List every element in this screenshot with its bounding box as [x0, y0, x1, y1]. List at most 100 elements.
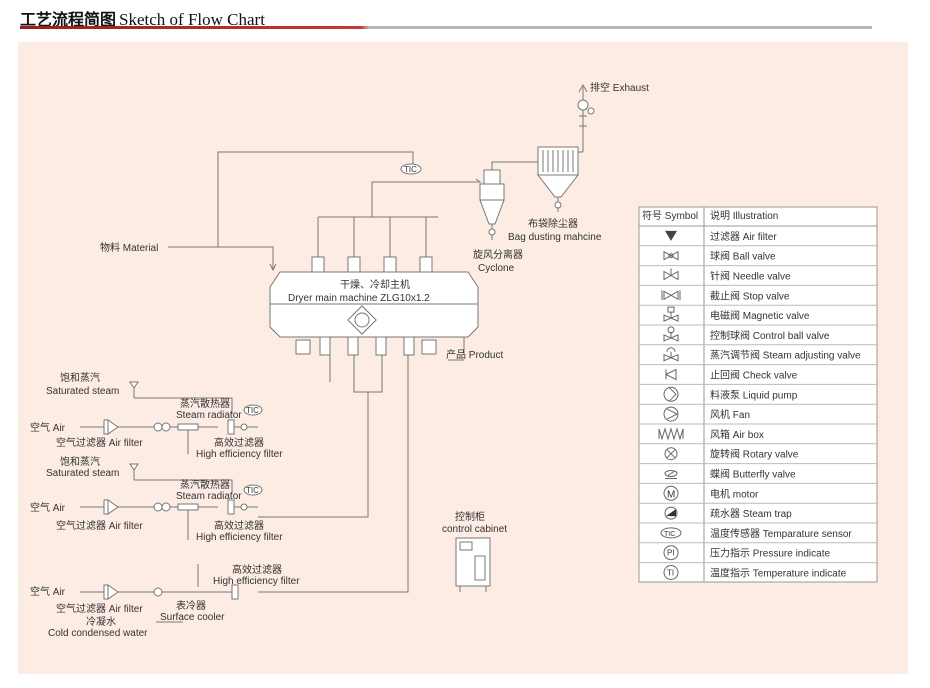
- top-ducts: TIC: [217, 151, 482, 274]
- air-filter-2-label: 空气过滤器 Air filter: [56, 519, 143, 532]
- flow-chart-svg: 排空 Exhaust 布袋除尘器 Bag dusting mahcine 旋风分…: [30, 81, 878, 639]
- cyclone-label-cn: 旋风分离器: [473, 248, 523, 261]
- exhaust-group: 排空 Exhaust: [573, 81, 649, 153]
- title-en: Sketch of Flow Chart: [119, 10, 265, 29]
- control-ball-valve-icon: [663, 326, 679, 342]
- flow-chart-panel: 排空 Exhaust 布袋除尘器 Bag dusting mahcine 旋风分…: [18, 42, 908, 674]
- bag-filter-label-cn: 布袋除尘器: [528, 217, 578, 230]
- legend-row: 止回阀 Check valve: [639, 369, 877, 385]
- steam-adjusting-valve-icon: [663, 347, 679, 362]
- svg-text:PI: PI: [667, 549, 675, 558]
- legend-row: 旋转阀 Rotary valve: [639, 447, 877, 465]
- fan-icon: [577, 99, 589, 111]
- legend-label: 风箱 Air box: [710, 428, 764, 441]
- air-filter-icon: [665, 230, 677, 241]
- legend-label: 电磁阀 Magnetic valve: [710, 309, 810, 322]
- legend-row: 疏水器 Steam trap: [639, 506, 877, 524]
- legend-table: 符号 Symbol 说明 Illustration 过滤器 Air filter…: [638, 206, 878, 583]
- control-cabinet: 控制柜 control cabinet: [442, 510, 507, 592]
- sat-steam-1-en: Saturated steam: [46, 386, 119, 397]
- sat-steam-2-cn: 饱和蒸汽: [60, 455, 100, 468]
- steam-trap-icon: [664, 506, 678, 520]
- material-feed: 物料 Material: [100, 241, 277, 272]
- motor-icon: M: [663, 485, 679, 501]
- legend-col-symbol: 符号 Symbol: [642, 209, 698, 222]
- hef-3-en: High efficiency filter: [213, 576, 300, 587]
- legend-label: 疏水器 Steam trap: [710, 507, 792, 520]
- check-valve-icon: [664, 368, 677, 381]
- air-2-label: 空气 Air: [30, 501, 66, 514]
- exhaust-label: 排空 Exhaust: [590, 81, 649, 94]
- legend-row: 料液泵 Liquid pump: [639, 386, 877, 405]
- legend-label: 球阀 Ball valve: [710, 250, 776, 263]
- cabinet-label-en: control cabinet: [442, 524, 507, 535]
- legend-label: 蒸汽调节阀 Steam adjusting valve: [710, 349, 861, 362]
- svg-text:M: M: [667, 489, 675, 500]
- legend-label: 针阀 Needle valve: [710, 270, 791, 283]
- ball-valve-icon: [663, 250, 679, 261]
- hef-2-en: High efficiency filter: [196, 532, 283, 543]
- dryer-main-machine: 干燥、冷却主机 Dryer main machine ZLG10x1.2 产品 …: [258, 271, 503, 593]
- cold-water-en: Cold condensed water: [48, 628, 148, 639]
- legend-row: 蒸汽调节阀 Steam adjusting valve: [639, 347, 877, 366]
- stop-valve-icon: [661, 290, 681, 301]
- svg-text:TIC: TIC: [246, 406, 259, 415]
- needle-valve-icon: [663, 268, 679, 281]
- air-box-icon: [658, 427, 684, 441]
- legend-row: 风机 Fan: [639, 406, 877, 425]
- legend-label: 料液泵 Liquid pump: [710, 388, 798, 401]
- dryer-label-en: Dryer main machine ZLG10x1.2: [288, 293, 430, 304]
- steam-radiator-2-cn: 蒸汽散热器: [180, 478, 230, 491]
- bag-filter-label-en: Bag dusting mahcine: [508, 232, 602, 243]
- legend-row: 风箱 Air box: [639, 427, 877, 445]
- air-filter-1-label: 空气过滤器 Air filter: [56, 436, 143, 449]
- legend-label: 止回阀 Check valve: [710, 369, 798, 382]
- steam-line-1: 饱和蒸汽 Saturated steam 蒸汽散热器 Steam radiato…: [30, 371, 283, 460]
- legend-label: 压力指示 Pressure indicate: [710, 547, 830, 560]
- legend-label: 温度传感器 Temparature sensor: [710, 527, 852, 540]
- temperature-indicate-icon: TI: [663, 565, 679, 580]
- legend-col-illustration: 说明 Illustration: [710, 209, 778, 222]
- hef-2-cn: 高效过滤器: [214, 519, 264, 532]
- bag-filter: 布袋除尘器 Bag dusting mahcine: [508, 146, 602, 243]
- hef-1-cn: 高效过滤器: [214, 436, 264, 449]
- pressure-indicate-icon: PI: [663, 545, 679, 561]
- rotary-valve-icon: [664, 447, 678, 461]
- surface-cooler-cn: 表冷器: [176, 599, 206, 612]
- steam-radiator-2-en: Steam radiator: [176, 491, 242, 502]
- legend-label: 蝶阀 Butterfly valve: [710, 468, 796, 481]
- legend-label: 温度指示 Temperature indicate: [710, 567, 847, 580]
- tic-top-label: TIC: [404, 165, 417, 174]
- liquid-pump-icon: [663, 386, 679, 402]
- sat-steam-1-cn: 饱和蒸汽: [60, 371, 100, 384]
- legend-label: 截止阀 Stop valve: [710, 289, 790, 302]
- legend-row: 控制球阀 Control ball valve: [639, 326, 877, 346]
- svg-text:TIC: TIC: [664, 531, 675, 538]
- legend-label: 过滤器 Air filter: [710, 230, 777, 243]
- material-label: 物料 Material: [100, 241, 158, 254]
- cabinet-label-cn: 控制柜: [455, 510, 485, 523]
- cold-water-cn: 冷凝水: [86, 615, 116, 628]
- cooling-air-line: 高效过滤器 High efficiency filter 空气 Air 空气过滤…: [30, 563, 300, 639]
- legend-row: 针阀 Needle valve: [639, 268, 877, 286]
- surface-cooler-en: Surface cooler: [160, 612, 225, 623]
- steam-radiator-1-en: Steam radiator: [176, 410, 242, 421]
- fan-icon: [663, 406, 679, 422]
- legend-label: 风机 Fan: [710, 408, 750, 421]
- air-1-label: 空气 Air: [30, 421, 66, 434]
- cyclone: 旋风分离器 Cyclone: [473, 161, 538, 274]
- steam-radiator-1-cn: 蒸汽散热器: [180, 397, 230, 410]
- cyclone-label-en: Cyclone: [478, 263, 515, 274]
- magnetic-valve-icon: [663, 306, 679, 322]
- legend-row: 球阀 Ball valve: [639, 250, 877, 267]
- svg-text:TI: TI: [667, 569, 674, 578]
- legend-label: 控制球阀 Control ball valve: [710, 329, 830, 342]
- air-filter-3-label: 空气过滤器 Air filter: [56, 602, 143, 615]
- legend-row: TI 温度指示 Temperature indicate: [663, 565, 847, 580]
- legend-row: 过滤器 Air filter: [639, 230, 877, 247]
- legend-row: TIC 温度传感器 Temparature sensor: [639, 527, 877, 544]
- legend-row: 截止阀 Stop valve: [639, 289, 877, 306]
- legend-row: 电磁阀 Magnetic valve: [639, 306, 877, 326]
